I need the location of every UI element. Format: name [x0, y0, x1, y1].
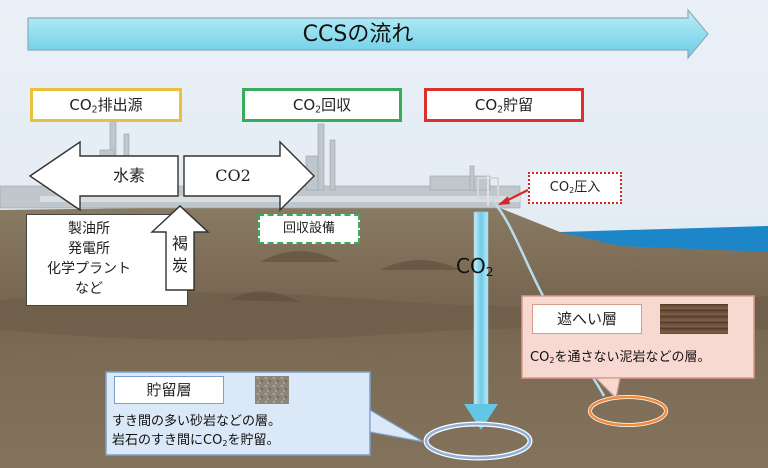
hydrogen-label: 水素	[112, 166, 145, 185]
reservoir-line-1: すき間の多い砂岩などの層。	[112, 414, 282, 429]
stage-storage-rest: 貯留	[503, 96, 534, 114]
sandstone-sample-icon	[255, 376, 289, 404]
stage-emission-main: CO	[69, 96, 92, 114]
co2-arrow	[183, 140, 315, 212]
reservoir-line-2-pre: 岩石のすき間にCO	[112, 433, 223, 448]
stage-emission-sub: 2	[91, 104, 98, 116]
hydrogen-arrow	[28, 140, 179, 212]
reservoir-callout-tail	[369, 408, 425, 443]
injection-pointer-head	[498, 196, 510, 205]
reservoir-line-2-post: を貯留。	[227, 433, 280, 448]
stage-storage-sub: 2	[497, 104, 504, 116]
caprock-title-box: 遮へい層	[532, 304, 642, 334]
lignite-arrow-overlay	[150, 205, 210, 291]
flow-title: CCSの流れ	[302, 22, 414, 47]
caprock-ring	[588, 395, 668, 427]
source-etc: など	[75, 281, 103, 297]
ground-mounds	[230, 251, 460, 302]
mudstone-sample-icon	[660, 304, 728, 334]
caprock-title: 遮へい層	[556, 310, 617, 328]
caprock-desc-rest: を通さない泥岩などの層。	[554, 350, 711, 365]
injection-box: CO2圧入	[528, 172, 622, 204]
ground-layer	[0, 292, 768, 341]
caprock-description: CO2を通さない泥岩などの層。	[530, 348, 750, 370]
reservoir-title: 貯留層	[146, 381, 192, 399]
stage-emission-rest: 排出源	[97, 96, 143, 114]
injection-shaft	[473, 211, 489, 407]
lignite-label-2: 炭	[171, 256, 188, 275]
injection-sub: 2	[569, 186, 575, 195]
reservoir-line-2-sub: 2	[222, 439, 228, 448]
stage-storage: CO2貯留	[424, 88, 584, 122]
stage-capture: CO2回収	[242, 88, 402, 122]
stage-capture-main: CO	[292, 96, 316, 114]
injection-rest: 圧入	[574, 180, 601, 195]
wellhead-icon	[477, 174, 499, 206]
reservoir-line-2: 岩石のすき間にCO2を貯留。	[112, 431, 366, 453]
lignite-label-1: 褐	[171, 234, 188, 253]
capture-facility-label: 回収設備	[282, 221, 335, 236]
ccs-flow-arrow	[27, 8, 709, 60]
reservoir-ring	[424, 422, 532, 460]
caprock-desc-main: CO	[530, 350, 550, 365]
stage-capture-rest: 回収	[321, 96, 352, 114]
source-refinery: 製油所	[68, 221, 110, 237]
caprock-callout-tail	[594, 377, 621, 400]
injection-arrowhead	[464, 404, 498, 430]
reservoir-title-box: 貯留層	[114, 376, 224, 404]
well-co2-sub: 2	[485, 264, 494, 280]
source-power-plant: 発電所	[68, 241, 110, 257]
reservoir-description: すき間の多い砂岩などの層。 岩石のすき間にCO2を貯留。	[112, 412, 366, 453]
stage-capture-sub: 2	[315, 104, 322, 116]
caprock-desc-sub: 2	[549, 356, 555, 365]
stage-storage-main: CO	[474, 96, 498, 114]
stage-emission: CO2排出源	[30, 88, 182, 122]
well-co2-main: CO	[456, 254, 486, 278]
injection-main: CO	[549, 180, 570, 195]
co2-arrow-label: CO2	[215, 166, 251, 185]
source-chemical-plant: 化学プラント	[47, 261, 131, 277]
well-co2-label: CO2	[456, 254, 494, 284]
capture-facility-box: 回収設備	[258, 214, 360, 244]
